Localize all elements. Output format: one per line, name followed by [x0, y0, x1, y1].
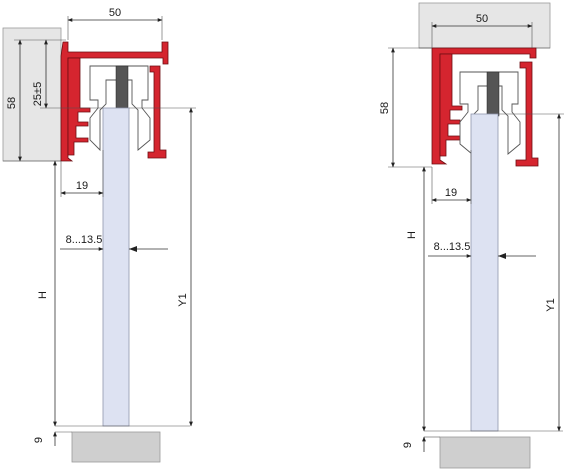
glass-panel [470, 113, 499, 432]
carriage-gasket [115, 65, 129, 109]
dim-floor-gap-label: 9 [402, 442, 414, 448]
dim-offset-label: 25±5 [32, 82, 44, 106]
wall-mount-view: 50 58 25±5 19 8...13.5 H Y1 9 [2, 7, 196, 463]
ceiling [418, 2, 551, 49]
track-profile-right [147, 65, 167, 159]
dim-width-label: 50 [109, 7, 121, 19]
dim-glass-thickness-label: 8...13.5 [434, 241, 471, 253]
ceiling-mount-view: 50 58 19 8...13.5 H Y1 9 [379, 2, 564, 469]
floor [71, 431, 161, 463]
track-profile-inner [67, 57, 91, 156]
dim-panel-height-label: Y1 [545, 298, 557, 311]
dim-glass-thickness-label: 8...13.5 [66, 234, 103, 246]
floor [439, 436, 531, 469]
dim-opening-height-label: H [406, 231, 418, 239]
dim-opening-height-label: H [37, 291, 49, 299]
glass-panel [102, 107, 130, 427]
carriage-bracket [459, 71, 521, 155]
track-profile-inner [439, 53, 463, 157]
dim-glass-offset-label: 19 [76, 180, 88, 192]
dim-height-label: 58 [6, 97, 18, 109]
dim-width-label: 50 [476, 13, 488, 25]
dim-panel-height-label: Y1 [177, 293, 189, 306]
dim-glass-offset-label: 19 [445, 187, 457, 199]
track-profile [60, 41, 169, 162]
track-profile [431, 47, 537, 165]
wall [2, 27, 62, 162]
carriage-bracket [89, 65, 151, 152]
dim-height-label: 58 [379, 102, 391, 114]
dim-floor-gap-label: 9 [33, 437, 45, 443]
carriage-gasket [486, 71, 500, 117]
